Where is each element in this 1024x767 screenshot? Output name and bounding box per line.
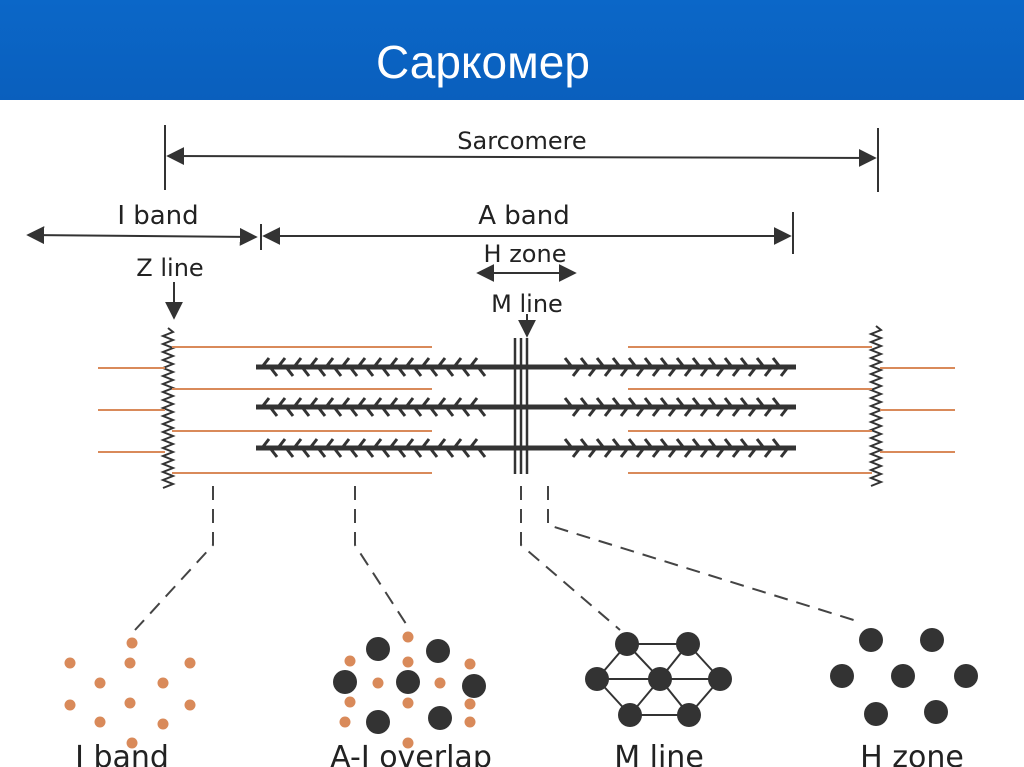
cross-section-label-a-i-overlap: A-I overlap <box>330 740 492 767</box>
z-line-label: Z line <box>136 254 203 282</box>
sarcomere-label: Sarcomere <box>457 127 586 155</box>
z-line-right <box>868 325 884 487</box>
dashed-connectors <box>134 486 861 631</box>
i-band-top-label: I band <box>117 201 198 231</box>
slide-title: Саркомер <box>376 36 590 88</box>
a-i-overlap-thin-dot-1 <box>344 655 356 667</box>
i-band-thin-dot-8 <box>184 699 196 711</box>
a-i-overlap-thick-dot-6 <box>428 706 452 730</box>
h-zone-thick-dot-4 <box>954 664 978 688</box>
m-line-thick-dot-f <box>618 703 642 727</box>
i-band-thin-dot-0 <box>126 637 138 649</box>
a-i-overlap-thin-dot-2 <box>402 656 414 668</box>
i-band-thin-dot-1 <box>64 657 76 669</box>
a-i-overlap-thick-dot-0 <box>366 637 390 661</box>
h-zone-thick-dot-3 <box>891 664 915 688</box>
m-line-label: M line <box>491 290 563 318</box>
a-i-overlap-thin-dot-11 <box>464 716 476 728</box>
i-band-thin-dot-3 <box>184 657 196 669</box>
z-line-left <box>160 327 176 489</box>
m-line-thick-dot-g <box>677 703 701 727</box>
i-band-thin-dot-10 <box>157 718 169 730</box>
m-line-thick-dot-c <box>585 667 609 691</box>
i-band-thin-dot-6 <box>64 699 76 711</box>
a-i-overlap-thin-dot-5 <box>434 677 446 689</box>
a-i-overlap-thin-dot-9 <box>402 737 414 749</box>
a-i-overlap-thin-dot-3 <box>464 658 476 670</box>
m-line-thick-dot-e <box>708 667 732 691</box>
myofibril-structure <box>98 325 955 489</box>
i-band-thin-dot-2 <box>124 657 136 669</box>
a-band-label: A band <box>478 201 569 231</box>
h-zone-thick-dot-6 <box>924 700 948 724</box>
i-band-thin-dot-4 <box>94 677 106 689</box>
a-i-overlap-thick-dot-2 <box>333 670 357 694</box>
a-i-overlap-thin-dot-4 <box>372 677 384 689</box>
i-band-thin-dot-11 <box>126 737 138 749</box>
h-zone-thick-dot-5 <box>864 702 888 726</box>
cross-section-label-i-band: I band <box>75 740 169 767</box>
a-i-overlap-thick-dot-1 <box>426 639 450 663</box>
myosin-heads-2 <box>260 438 790 458</box>
sarcomere-span-arrow <box>166 147 877 167</box>
i-band-thin-dot-5 <box>157 677 169 689</box>
i-band-span-arrow <box>26 226 258 246</box>
cross-sections <box>64 628 978 749</box>
myosin-heads-0 <box>260 357 790 377</box>
a-i-overlap-thin-dot-7 <box>402 697 414 709</box>
h-zone-top-label: H zone <box>484 240 567 268</box>
a-i-overlap-thick-dot-4 <box>462 674 486 698</box>
m-line-thick-dot-a <box>615 632 639 656</box>
connector-i-band <box>134 486 214 631</box>
m-line-thick-dot-b <box>676 632 700 656</box>
i-band-thin-dot-9 <box>94 716 106 728</box>
a-i-overlap-thin-dot-10 <box>339 716 351 728</box>
dimension-lines <box>26 125 879 338</box>
a-i-overlap-thin-dot-0 <box>402 631 414 643</box>
m-line-thick-dot-d <box>648 667 672 691</box>
slide-header <box>0 0 1024 100</box>
i-band-thin-dot-7 <box>124 697 136 709</box>
h-zone-thick-dot-0 <box>859 628 883 652</box>
a-i-overlap-thick-dot-3 <box>396 670 420 694</box>
h-zone-thick-dot-1 <box>920 628 944 652</box>
cross-section-label-m-line: M line <box>614 740 704 767</box>
a-i-overlap-thin-dot-8 <box>464 698 476 710</box>
h-zone-thick-dot-2 <box>830 664 854 688</box>
connector-a-i-overlap <box>354 486 411 631</box>
connector-m-line <box>520 486 621 631</box>
sarcomere-diagram: Sarcomere I band A band H zone Z line M … <box>26 125 978 767</box>
a-i-overlap-thin-dot-6 <box>344 696 356 708</box>
connector-h-zone <box>547 486 861 623</box>
myosin-heads-1 <box>260 397 790 417</box>
cross-section-label-h-zone: H zone <box>860 740 964 767</box>
a-i-overlap-thick-dot-5 <box>366 710 390 734</box>
